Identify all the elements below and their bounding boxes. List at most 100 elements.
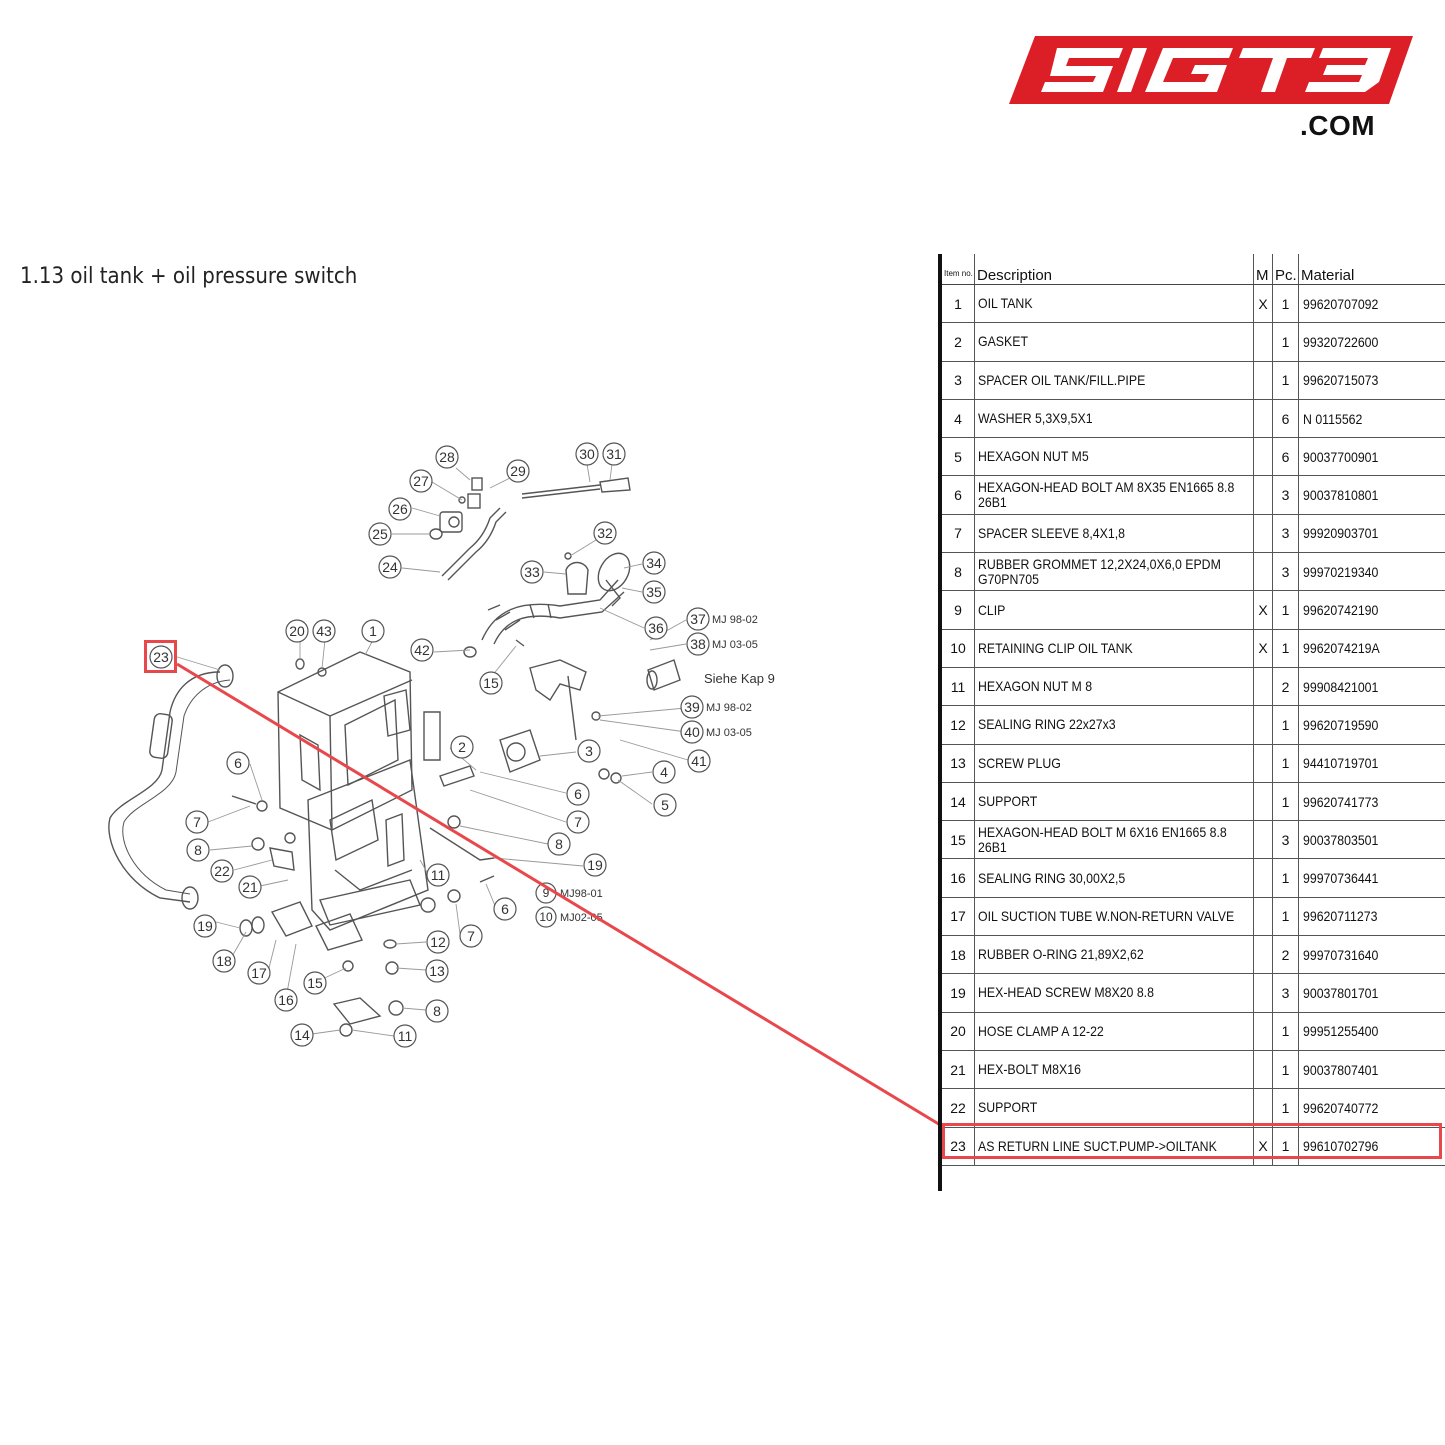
- siehe-kap-note: Siehe Kap 9: [704, 671, 775, 686]
- row-material-number[interactable]: 90037807401: [1298, 1050, 1445, 1090]
- row-material-number[interactable]: 99920903701: [1298, 514, 1445, 554]
- row-material-number-text: 99920903701: [1303, 525, 1379, 542]
- row-pieces: 3: [1272, 514, 1299, 554]
- row-description-text: OIL TANK: [978, 295, 1033, 312]
- row-material-number[interactable]: 94410719701: [1298, 744, 1445, 783]
- row-material-number[interactable]: 99620742190: [1298, 590, 1445, 630]
- row-material-number[interactable]: 90037803501: [1298, 820, 1445, 860]
- logo-domain-suffix: .COM: [1300, 110, 1376, 141]
- row-pieces: 1: [1272, 782, 1299, 822]
- row-material-number[interactable]: 99620711273: [1298, 897, 1445, 937]
- row-m-flag: X: [1253, 629, 1273, 668]
- svg-text:11: 11: [431, 867, 446, 883]
- svg-text:16: 16: [278, 992, 294, 1008]
- row-description: HEXAGON NUT M5: [974, 437, 1254, 477]
- row-description-text: HEX-HEAD SCREW M8X20 8.8: [978, 984, 1154, 1001]
- row-material-number[interactable]: 90037700901: [1298, 437, 1445, 477]
- row-material-number[interactable]: 9962074219A: [1298, 629, 1445, 668]
- row-material-number[interactable]: 99320722600: [1298, 322, 1445, 362]
- row-material-number-text: N 0115562: [1303, 410, 1363, 427]
- row-m-flag: [1253, 1050, 1273, 1090]
- row-description: RUBBER GROMMET 12,2X24,0X6,0 EPDM G70PN7…: [974, 552, 1254, 592]
- row-material-number[interactable]: 99620719590: [1298, 705, 1445, 745]
- row-description-text: HEX-BOLT M8X16: [978, 1061, 1081, 1078]
- row-material-number[interactable]: 99610702796: [1298, 1127, 1445, 1166]
- row-description-text: SUPPORT: [978, 1099, 1038, 1116]
- row-item-no: 21: [942, 1050, 975, 1090]
- row-pieces: 3: [1272, 820, 1299, 860]
- svg-text:13: 13: [429, 963, 445, 979]
- row-m-flag: [1253, 475, 1273, 515]
- row-material-number[interactable]: 99908421001: [1298, 667, 1445, 707]
- site-logo[interactable]: [1005, 32, 1415, 140]
- row-material-number-text: 99951255400: [1303, 1023, 1379, 1040]
- svg-text:28: 28: [439, 449, 455, 465]
- svg-text:10: 10: [539, 910, 553, 924]
- row-material-number[interactable]: 99620740772: [1298, 1088, 1445, 1128]
- row-pieces: 1: [1272, 361, 1299, 400]
- svg-text:18: 18: [216, 953, 232, 969]
- row-description: SUPPORT: [974, 782, 1254, 822]
- row-description: HEXAGON NUT M 8: [974, 667, 1254, 707]
- row-pieces: 6: [1272, 399, 1299, 439]
- header-item-no: Item no.: [942, 254, 975, 285]
- row-pieces: 3: [1272, 552, 1299, 592]
- row-description-text: HEXAGON-HEAD BOLT AM 8X35 EN1665 8.8 26B…: [978, 479, 1235, 511]
- row-material-number[interactable]: 99620707092: [1298, 284, 1445, 324]
- row-description: GASKET: [974, 322, 1254, 362]
- row-description: OIL TANK: [974, 284, 1254, 324]
- row-material-number-text: 99620740772: [1303, 1099, 1379, 1116]
- svg-text:6: 6: [501, 901, 509, 917]
- svg-text:7: 7: [467, 928, 475, 944]
- row-m-flag: [1253, 552, 1273, 592]
- note-9: MJ98-01: [560, 888, 603, 900]
- svg-text:29: 29: [510, 463, 526, 479]
- row-material-number-text: 9962074219A: [1303, 640, 1380, 657]
- row-material-number[interactable]: 99620715073: [1298, 361, 1445, 400]
- row-m-flag: [1253, 782, 1273, 822]
- row-material-number[interactable]: N 0115562: [1298, 399, 1445, 439]
- row-material-number[interactable]: 99970731640: [1298, 935, 1445, 975]
- row-m-flag: [1253, 897, 1273, 937]
- row-description: SPACER SLEEVE 8,4X1,8: [974, 514, 1254, 554]
- row-material-number[interactable]: 99970736441: [1298, 858, 1445, 898]
- svg-text:35: 35: [646, 584, 662, 600]
- svg-text:38: 38: [690, 636, 706, 652]
- row-pieces: 6: [1272, 437, 1299, 477]
- row-material-number[interactable]: 99970219340: [1298, 552, 1445, 592]
- row-description-text: AS RETURN LINE SUCT.PUMP->OILTANK: [978, 1137, 1217, 1154]
- row-material-number[interactable]: 99951255400: [1298, 1012, 1445, 1051]
- svg-text:9: 9: [543, 886, 550, 900]
- row-material-number[interactable]: 99620741773: [1298, 782, 1445, 822]
- svg-text:11: 11: [398, 1028, 413, 1044]
- svg-text:22: 22: [214, 863, 230, 879]
- row-description: SCREW PLUG: [974, 744, 1254, 783]
- row-material-number[interactable]: 90037810801: [1298, 475, 1445, 515]
- svg-text:1: 1: [369, 623, 377, 639]
- row-material-number[interactable]: 90037801701: [1298, 973, 1445, 1013]
